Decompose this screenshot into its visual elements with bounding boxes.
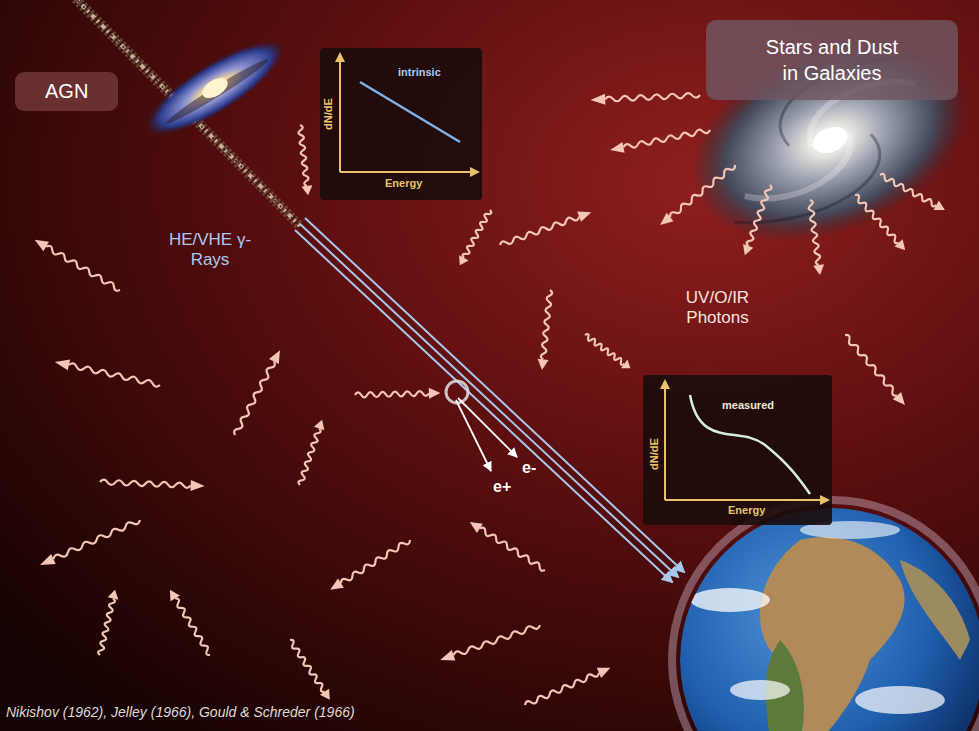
source-label: Stars and Dust in Galaxies [761,34,903,86]
spectrum-plot [643,375,832,525]
photon-wave [285,637,334,703]
agn-galaxy [134,25,295,150]
photon-wave [100,477,205,492]
earth [672,500,979,731]
photon-wave [295,124,314,196]
photon-waves [32,90,948,711]
curve-label: intrinsic [398,66,441,80]
photon-wave [438,620,541,665]
spiral-galaxy [661,0,979,279]
axis-label: Energy [728,504,765,518]
particle-label: e- [522,458,536,477]
photon-wave [295,418,327,487]
axis-label: dN/dE [648,438,662,470]
photon-wave [851,191,909,254]
photon-wave [165,587,215,658]
spectrum-plot [320,48,482,200]
agn-jet [72,0,300,226]
photon-wave [841,331,909,408]
photon-wave [54,357,162,391]
pair-production [446,381,517,471]
photon-wave [327,535,413,594]
photon-wave [38,515,142,570]
photon-label: UV/O/IR Photons [665,288,770,329]
photon-wave [805,199,826,275]
photon-wave [590,90,700,106]
photon-wave [582,331,634,373]
photon-wave [355,388,441,401]
source-label-box: AGN [15,72,118,111]
gamma-ray-beams [295,218,684,582]
spectrum-inset: measured dN/dE Energy [643,375,832,525]
photon-wave [657,161,739,230]
photon-wave [609,125,711,156]
photon-wave [498,207,593,250]
photon-wave [95,589,121,657]
photon-wave [877,170,947,215]
photon-wave [740,183,776,257]
photon-wave [467,517,548,574]
photon-wave [455,207,495,268]
axis-label: dN/dE [322,98,336,130]
spectrum-inset: intrinsic dN/dE Energy [320,48,482,200]
source-label: AGN [45,79,88,104]
photon-wave [230,348,285,438]
particle-label: e+ [493,477,511,496]
axis-label: Energy [385,177,422,191]
photon-wave [32,235,123,295]
source-label-box: Stars and Dust in Galaxies [706,20,958,100]
photon-wave [523,663,613,710]
curve-label: measured [722,399,774,413]
beam-label: HE/VHE γ- Rays [162,230,258,271]
photon-wave [537,289,556,370]
citation: Nikishov (1962), Jelley (1966), Gould & … [6,704,355,721]
